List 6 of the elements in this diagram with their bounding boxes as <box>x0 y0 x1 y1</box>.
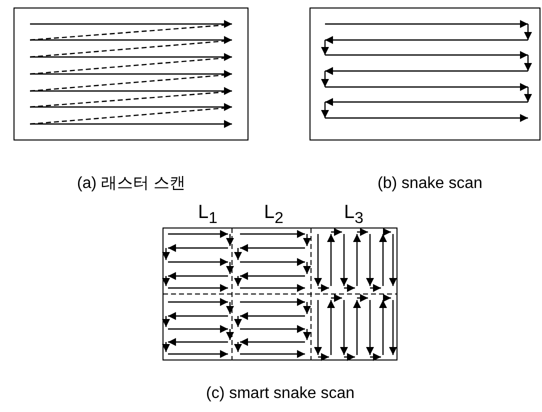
caption: (c) smart snake scan <box>206 386 354 402</box>
region-label: L$_{1}$ <box>198 203 218 227</box>
region-label: L$_{3}$ <box>344 203 364 227</box>
caption: (a) 래스터 스캔 <box>77 176 186 192</box>
region-label: L$_{2}$ <box>264 203 284 227</box>
caption: (b) snake scan <box>378 176 482 192</box>
